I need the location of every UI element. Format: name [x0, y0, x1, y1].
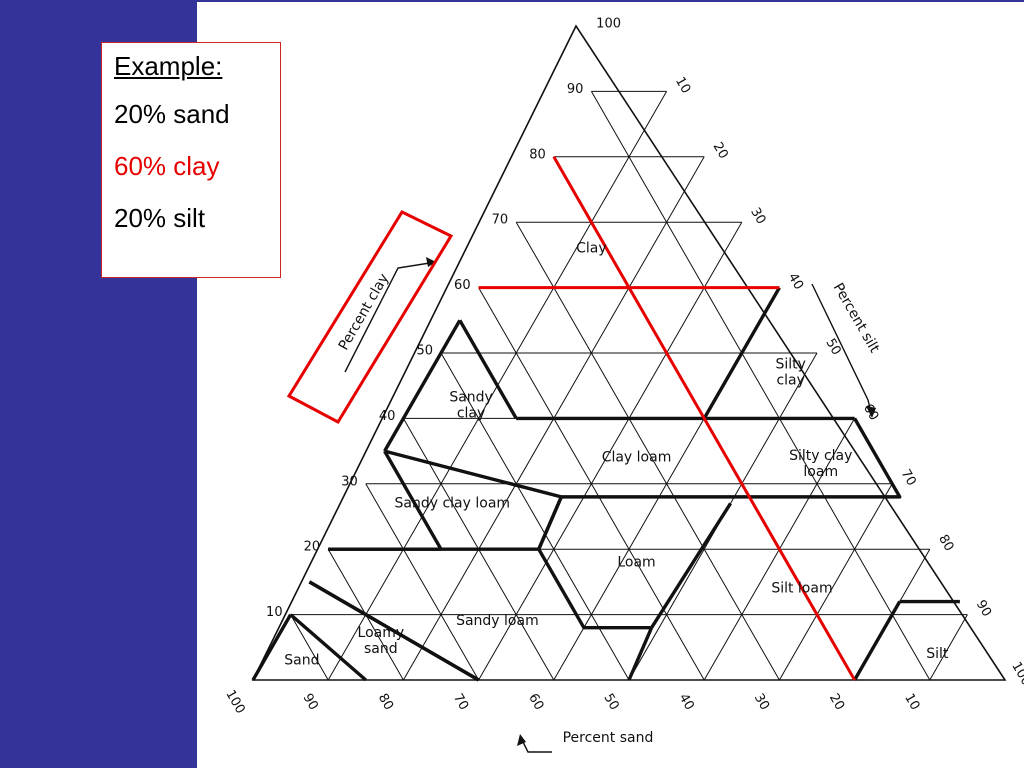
- silt-arrow-head: [866, 406, 876, 418]
- sand-tick-label: 90: [300, 691, 321, 713]
- grid-line-sand: [365, 483, 480, 681]
- texture-boundary: [627, 627, 654, 681]
- grid-line-sand: [440, 352, 630, 681]
- texture-boundary: [289, 613, 367, 682]
- sand-tick-label: 50: [600, 691, 621, 713]
- silt-tick-label: 30: [747, 205, 768, 227]
- clay-tick-label: 20: [304, 540, 321, 555]
- texture-boundary: [383, 450, 443, 551]
- grid-line-sand: [515, 221, 780, 681]
- grid-line-silt: [478, 221, 743, 681]
- example-sand-line: [552, 156, 856, 681]
- texture-boundary: [537, 496, 563, 550]
- sand-tick-label: 70: [450, 691, 471, 713]
- texture-boundary: [853, 600, 902, 681]
- texture-boundary: [308, 580, 480, 682]
- silt-tick-label: 90: [973, 598, 994, 620]
- texture-boundaries: [251, 286, 960, 682]
- region-label-sandy-clay: Sandy: [449, 389, 493, 405]
- region-label-clay: Clay: [576, 240, 607, 256]
- grid-line-sand: [590, 91, 931, 681]
- example-clay: 60% clay: [114, 151, 220, 181]
- silt-tick-label: 70: [898, 467, 919, 489]
- example-sand: 20% sand: [114, 99, 230, 129]
- silt-tick-label: 50: [822, 336, 843, 358]
- silt-tick-label: 10: [672, 74, 693, 96]
- texture-boundary: [251, 613, 293, 681]
- sand-tick-label: 80: [375, 691, 396, 713]
- sand-arrow-head: [517, 734, 526, 746]
- region-label-silt: Silt: [926, 646, 949, 662]
- sand-axis-arrow: [521, 739, 552, 753]
- clay-axis-arrow: [344, 261, 437, 373]
- clay-tick-label: 90: [567, 82, 584, 97]
- texture-boundary: [458, 319, 518, 420]
- sand-tick-label: 20: [826, 691, 847, 713]
- region-label-loamy-sand: Loamy: [358, 625, 405, 641]
- triangle-labels: 10 20 30 40 50 60 70 80 90 100 10 20 30 40 50 60 70 80 90 1…: [222, 17, 1024, 753]
- clay-tick-label: 40: [379, 409, 396, 424]
- region-label-silty-clay-loam: loam: [803, 464, 838, 480]
- example-silt: 20% silt: [114, 203, 206, 233]
- grid-line-sand: [290, 614, 329, 681]
- clay-tick-label: 10: [266, 605, 283, 620]
- region-label-silty-clay-loam: Silty clay: [789, 448, 852, 464]
- clay-tick-label: 50: [416, 344, 433, 359]
- silt-tick-label: 100: [1008, 659, 1024, 688]
- texture-boundary: [702, 286, 781, 420]
- top-border: [197, 0, 1024, 2]
- clay-tick-label: 30: [341, 474, 358, 489]
- region-label-sandy-clay: clay: [457, 405, 485, 421]
- clay-tick-label: 100: [596, 17, 621, 32]
- region-label-sandy-loam: Sandy loam: [456, 613, 539, 629]
- region-label-sandy-clay-loam: Sandy clay loam: [395, 495, 511, 511]
- clay-tick-label: 70: [492, 213, 509, 228]
- sand-tick-label: 10: [901, 691, 922, 713]
- region-label-loam: Loam: [617, 554, 655, 570]
- clay-tick-label: 60: [454, 278, 471, 293]
- silt-tick-label: 40: [785, 271, 806, 293]
- region-label-sand: Sand: [284, 652, 319, 668]
- sand-axis-title: Percent sand: [563, 730, 654, 746]
- texture-boundary: [650, 502, 732, 629]
- sand-tick-label: 40: [676, 691, 697, 713]
- sand-tick-label: 60: [525, 691, 546, 713]
- region-label-clay-loam: Clay loam: [602, 450, 672, 466]
- texture-boundary: [537, 548, 652, 630]
- example-box: Example: 20% sand 60% clay 20% silt: [101, 42, 281, 278]
- clay-arrow-head: [426, 257, 436, 267]
- region-label-silt-loam: Silt loam: [771, 580, 832, 596]
- region-label-silty-clay: clay: [776, 373, 804, 389]
- region-label-loamy-sand: sand: [364, 641, 398, 657]
- sand-tick-label: 100: [222, 687, 247, 716]
- grid-line-silt: [778, 483, 893, 681]
- example-lines: [478, 156, 856, 681]
- clay-highlight-box: [286, 210, 454, 424]
- example-title: Example:: [114, 51, 223, 81]
- triangle-grid: [251, 24, 1007, 681]
- clay-tick-label: 80: [529, 147, 546, 162]
- grid-line-silt: [929, 614, 968, 681]
- silt-tick-label: 20: [710, 140, 731, 162]
- silt-tick-label: 80: [935, 532, 956, 554]
- texture-boundary: [384, 449, 562, 499]
- sand-tick-label: 30: [751, 691, 772, 713]
- texture-boundary: [749, 417, 902, 499]
- region-label-silty-clay: Silty: [775, 357, 805, 373]
- clay-axis-title: Percent clay: [336, 271, 393, 353]
- texture-boundary: [383, 319, 462, 452]
